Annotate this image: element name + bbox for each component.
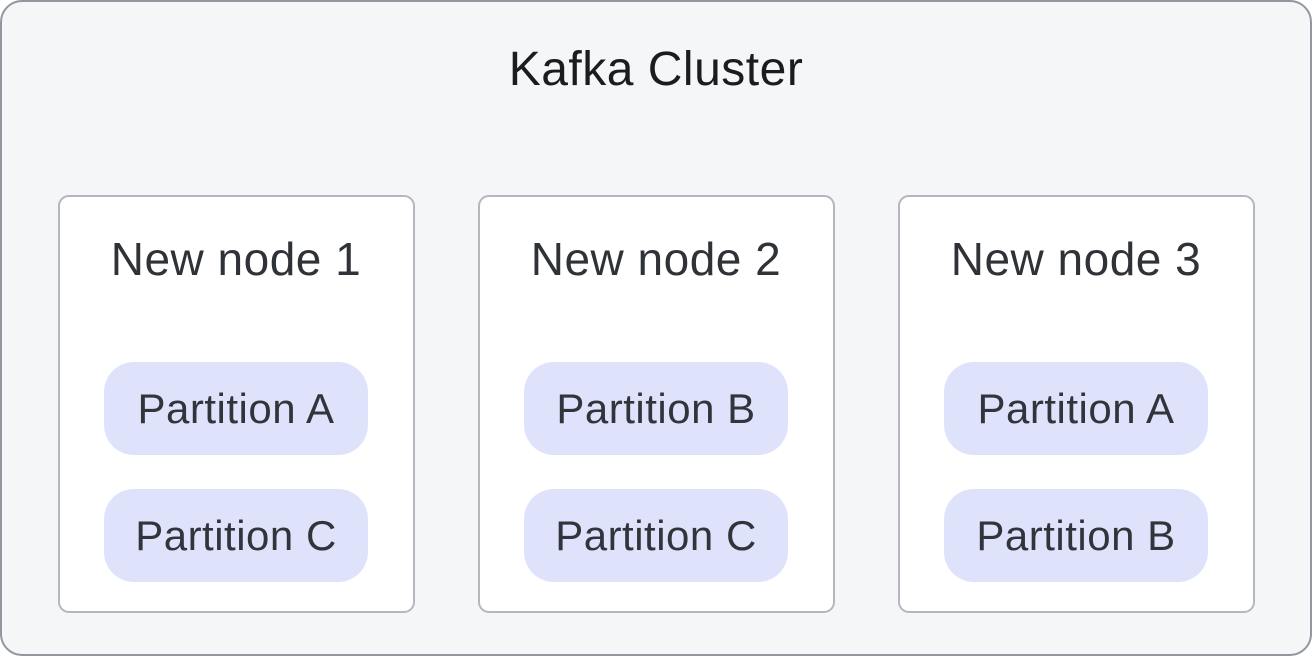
partition-list: Partition A Partition B bbox=[944, 362, 1208, 583]
node-card: New node 1 Partition A Partition C bbox=[57, 195, 415, 614]
node-title: New node 3 bbox=[950, 233, 1202, 286]
node-title: New node 2 bbox=[530, 233, 782, 286]
partition-pill: Partition C bbox=[524, 489, 788, 583]
partition-pill: Partition B bbox=[524, 362, 788, 456]
partition-list: Partition A Partition C bbox=[104, 362, 368, 583]
partition-pill: Partition C bbox=[104, 489, 368, 583]
node-card: New node 3 Partition A Partition B bbox=[897, 195, 1255, 614]
nodes-row: New node 1 Partition A Partition C New no… bbox=[2, 195, 1310, 614]
partition-pill: Partition B bbox=[944, 489, 1208, 583]
partition-list: Partition B Partition C bbox=[524, 362, 788, 583]
partition-pill: Partition A bbox=[104, 362, 368, 456]
node-card: New node 2 Partition B Partition C bbox=[477, 195, 835, 614]
partition-pill: Partition A bbox=[944, 362, 1208, 456]
node-title: New node 1 bbox=[110, 233, 362, 286]
cluster-title: Kafka Cluster bbox=[508, 43, 804, 96]
